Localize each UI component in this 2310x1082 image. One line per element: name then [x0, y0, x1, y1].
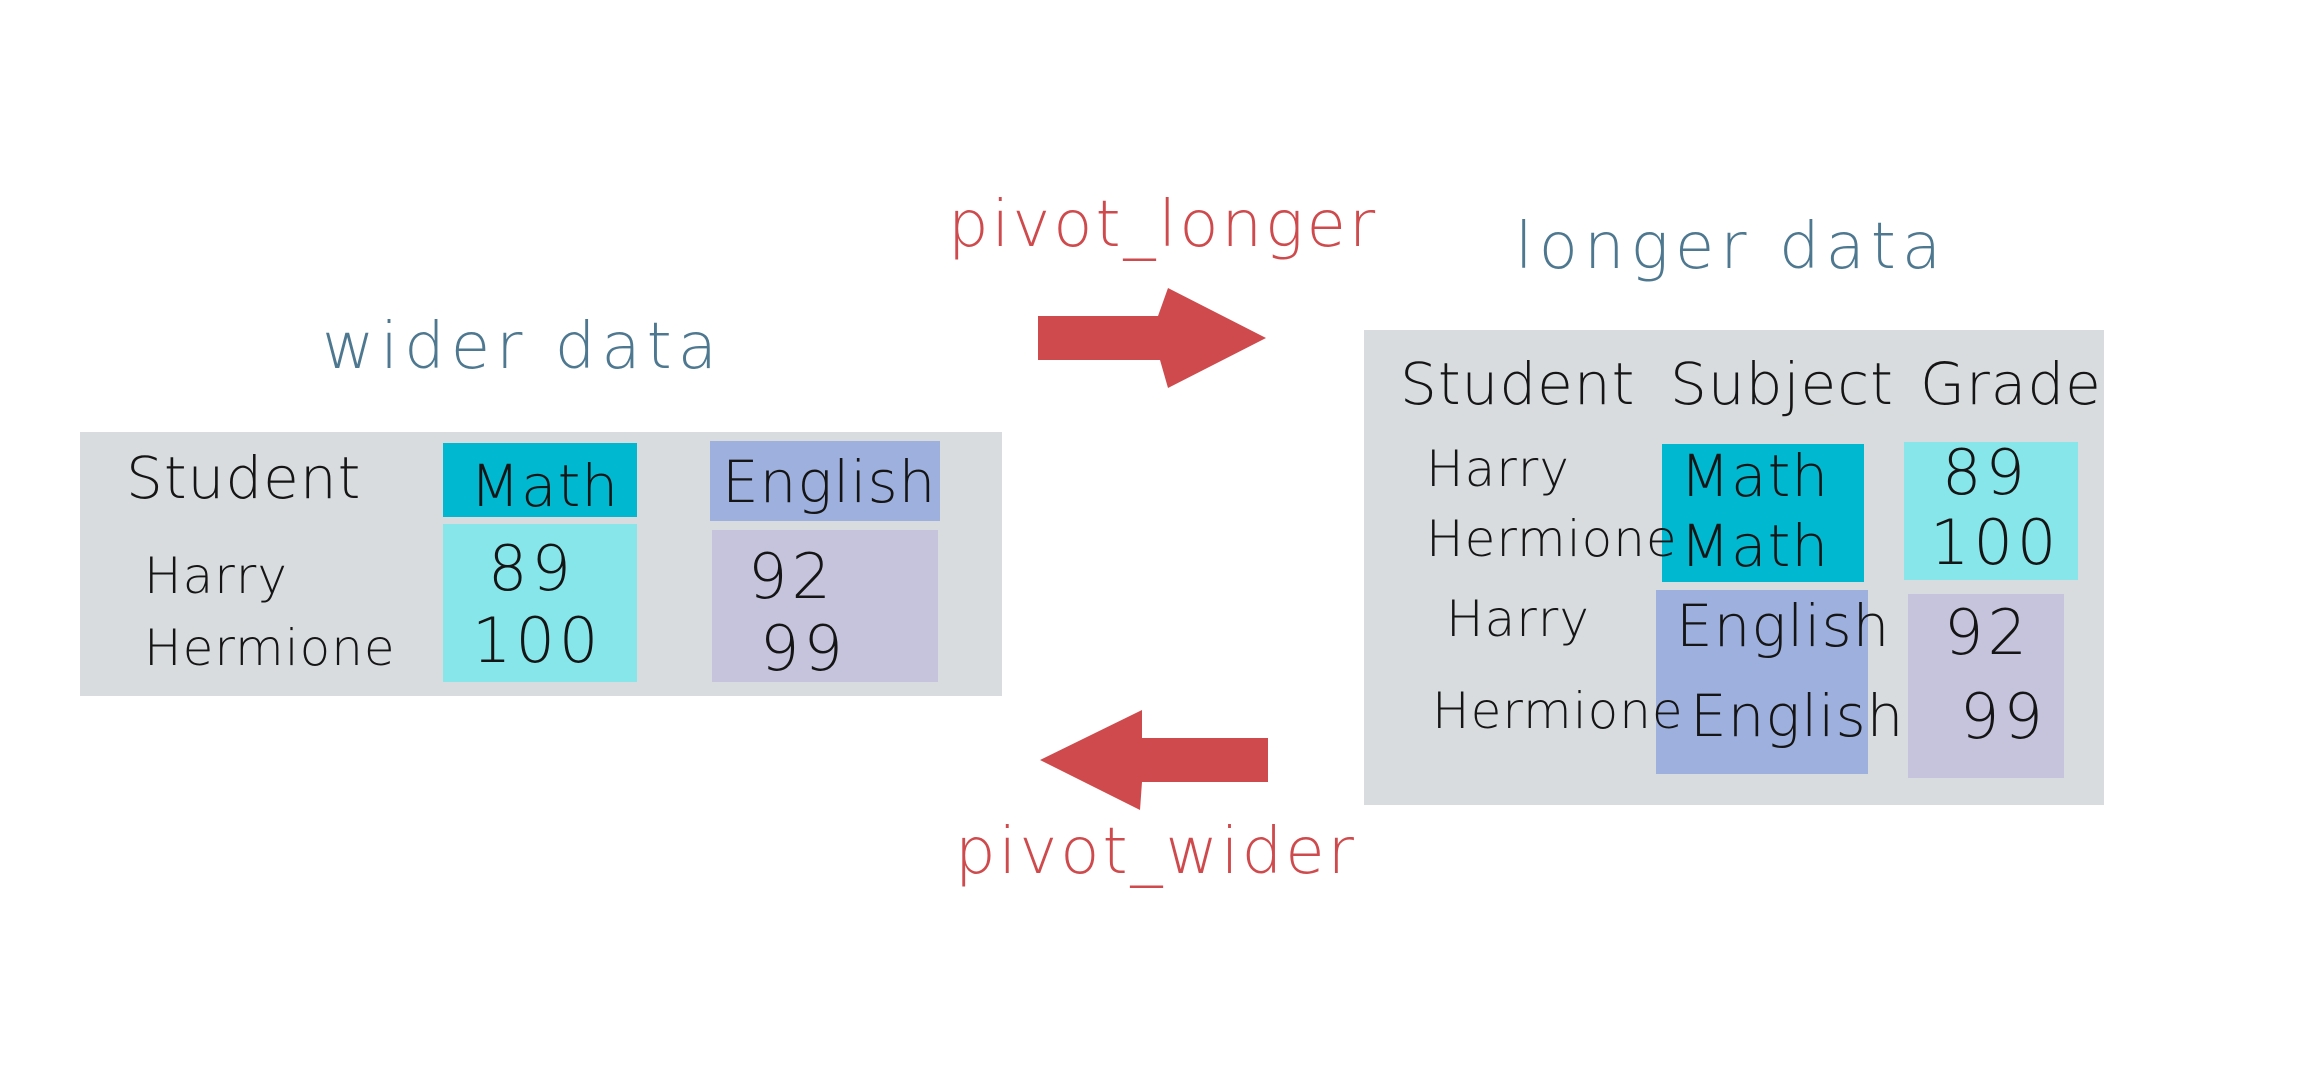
arrow-left-icon [1040, 710, 1268, 810]
wider-header-math: Math [470, 452, 620, 520]
longer-row-3-subject: English [1676, 592, 1891, 660]
wider-header-english: English [722, 448, 937, 516]
wider-row-1-english: 92 [748, 540, 835, 613]
longer-row-3-grade: 92 [1944, 596, 2031, 669]
english-values-cell [712, 530, 938, 682]
longer-row-2-subject: Math [1680, 512, 1830, 580]
wider-data-title: wider data [322, 310, 723, 384]
subject-math-cell [1662, 444, 1864, 582]
longer-row-1-grade: 89 [1942, 436, 2029, 509]
longer-header-subject: Subject [1670, 350, 1894, 418]
longer-header-student: Student [1400, 350, 1636, 418]
wider-row-1-student: Harry [144, 547, 288, 605]
longer-row-1-student: Harry [1426, 440, 1570, 498]
wider-row-2-student: Hermione [144, 619, 396, 677]
longer-row-4-student: Hermione [1432, 682, 1684, 740]
longer-data-table: Student Subject Grade Harry Hermione Har… [1364, 330, 2104, 805]
longer-row-4-subject: English [1690, 682, 1905, 750]
math-values-cell [443, 524, 637, 682]
wider-row-1-math: 89 [488, 532, 575, 605]
longer-row-4-grade: 99 [1960, 680, 2047, 753]
pivot-longer-label: pivot_longer [948, 188, 1379, 262]
english-header-cell [710, 441, 940, 521]
longer-row-3-student: Harry [1446, 590, 1590, 648]
longer-row-2-grade: 100 [1930, 506, 2061, 579]
longer-data-title: longer data [1515, 210, 1948, 284]
grade-math-cell [1904, 442, 2078, 580]
wider-row-2-math: 100 [472, 604, 603, 677]
longer-row-1-subject: Math [1680, 442, 1830, 510]
subject-english-cell [1656, 590, 1868, 774]
grade-english-cell [1908, 594, 2064, 778]
arrow-right-icon [1038, 288, 1266, 388]
math-header-cell [443, 443, 637, 517]
wider-header-student: Student [126, 444, 362, 512]
longer-row-2-student: Hermione [1426, 510, 1678, 568]
wider-row-2-english: 99 [760, 612, 847, 685]
longer-header-grade: Grade [1920, 350, 2102, 418]
pivot-wider-label: pivot_wider [955, 815, 1357, 889]
wider-data-table: Student Math English Harry Hermione 89 1… [80, 432, 1002, 696]
